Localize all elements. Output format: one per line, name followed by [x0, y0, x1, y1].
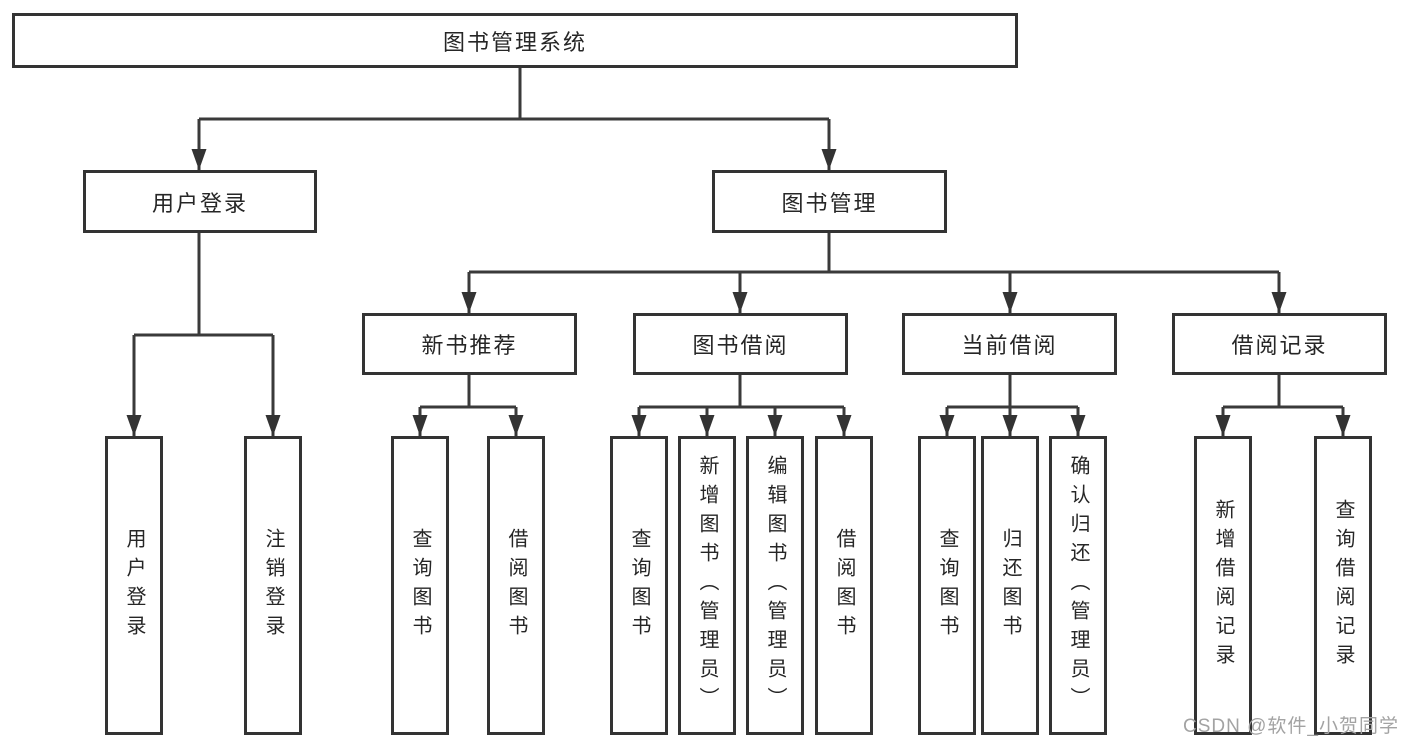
leaf-edit-books-admin: 编辑图书（管理员） [746, 436, 804, 735]
node-label: 图书管理系统 [442, 29, 587, 55]
leaf-user-login: 用户登录 [105, 436, 163, 735]
leaf-borrow-books-borrowing: 借阅图书 [815, 436, 873, 735]
node-label: 确认归还（管理员） [1067, 455, 1089, 716]
node-user-login: 用户登录 [83, 170, 317, 233]
leaf-query-books-borrowing: 查询图书 [610, 436, 668, 735]
node-label: 查询借阅记录 [1332, 498, 1354, 673]
node-label: 查询图书 [628, 527, 650, 644]
csdn-watermark: CSDN @软件_小贺同学 [1183, 716, 1399, 737]
node-label: 查询图书 [409, 527, 431, 644]
node-new-book-recommendation: 新书推荐 [362, 313, 577, 375]
node-book-borrowing: 图书借阅 [633, 313, 848, 375]
leaf-add-books-admin: 新增图书（管理员） [678, 436, 736, 735]
leaf-return-books: 归还图书 [981, 436, 1039, 735]
node-label: 新书推荐 [421, 333, 518, 358]
node-label: 新增借阅记录 [1212, 498, 1234, 673]
node-label: 查询图书 [936, 527, 958, 644]
node-borrowing-records: 借阅记录 [1172, 313, 1387, 375]
node-label: 借阅图书 [833, 527, 855, 644]
node-label: 用户登录 [123, 527, 145, 644]
node-label: 图书借阅 [692, 333, 789, 358]
node-label: 用户登录 [151, 190, 248, 216]
node-label: 注销登录 [262, 527, 284, 644]
node-label: 借阅图书 [505, 527, 527, 644]
node-label: 编辑图书（管理员） [764, 455, 786, 716]
leaf-query-borrow-record: 查询借阅记录 [1314, 436, 1372, 735]
leaf-borrow-books-recommend: 借阅图书 [487, 436, 545, 735]
node-label: 新增图书（管理员） [696, 455, 718, 716]
leaf-logout: 注销登录 [244, 436, 302, 735]
node-current-borrowing: 当前借阅 [902, 313, 1117, 375]
node-label: 归还图书 [999, 527, 1021, 644]
leaf-query-books-recommend: 查询图书 [391, 436, 449, 735]
node-label: 当前借阅 [961, 333, 1058, 358]
node-library-management-system: 图书管理系统 [12, 13, 1018, 68]
leaf-confirm-return-admin: 确认归还（管理员） [1049, 436, 1107, 735]
leaf-add-borrow-record: 新增借阅记录 [1194, 436, 1252, 735]
node-label: 图书管理 [781, 190, 878, 216]
node-label: 借阅记录 [1231, 333, 1328, 358]
node-book-management: 图书管理 [712, 170, 947, 233]
leaf-query-books-current: 查询图书 [918, 436, 976, 735]
